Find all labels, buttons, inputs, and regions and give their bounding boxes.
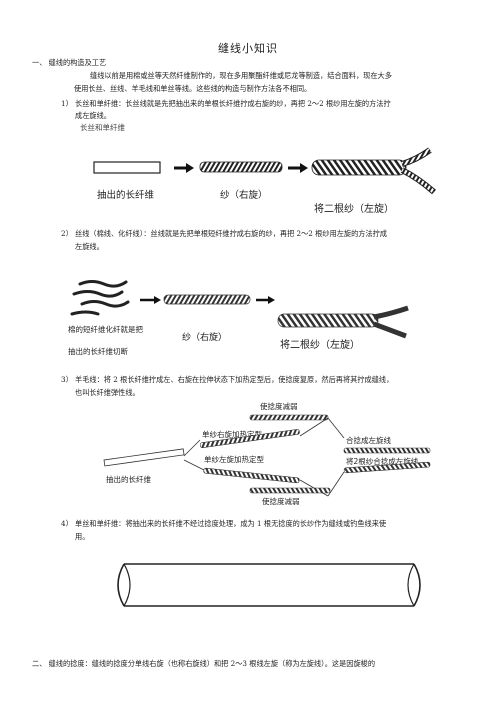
staple-two-ply-rope	[277, 313, 379, 328]
item-1-line-1: 1） 长丝和单纤维：长丝线就是先把抽出来的单根长纤维拧成右旋的纱，再把 2～2 …	[61, 99, 391, 108]
section-2-line-1: 二、 缝线的捻度：缝线的捻度分单线右旋（也称右旋线）和把 2～3 根线左旋（称为…	[32, 659, 376, 668]
label-left-heat-set: 单纱左旋加热定型	[204, 454, 264, 464]
item-2-line-1: 2） 丝线（棉线、化纤线）：丝线就是先把单根短纤维拧成右旋的纱，再把 2～2 根…	[61, 229, 388, 238]
label-combine-two-yarns: 将2根纱合捻成左旋线	[346, 456, 419, 466]
label-short-fiber-1: 棉的短纤维化纤就是把	[68, 324, 143, 334]
item-3-line-2: 也叫长纤维弹性线。	[75, 388, 140, 397]
item-3-line-1: 3） 羊毛线：将 2 根长纤维拧成左、右旋在拉伸状态下加热定型后，使捻度复原，然…	[61, 375, 394, 384]
arrow-icon	[154, 296, 161, 304]
label-staple-yarn-right: 纱（右旋）	[182, 331, 227, 343]
label-woolly-long-fiber: 抽出的长纤维	[106, 474, 151, 484]
label-reduce-twist-top: 使捻度减弱	[260, 401, 298, 411]
section-1-intro-line-1: 缝线以前是用棉或丝等天然纤维制作的，现在多用聚酯纤维或尼龙等制造，结合面料，现在…	[90, 71, 392, 80]
label-right-heat-set: 单纱右旋加热定型	[202, 429, 262, 439]
figure-1-cropped-caption: 长丝和单纤维	[80, 122, 125, 132]
single-yarn-right-twist	[199, 161, 283, 173]
label-staple-two-ply: 将二根纱（左旋）	[280, 338, 360, 351]
label-long-fiber: 抽出的长纤维	[97, 189, 155, 201]
label-yarn-right: 纱（右旋）	[220, 189, 268, 201]
label-short-fiber-2: 抽出的长纤维切断	[68, 346, 128, 356]
section-1-intro-line-2: 使用长丝、丝线、羊毛线和单丝等线。这些线的构造与制作方法各不相同。	[74, 84, 312, 93]
figure-filament-twist: 长丝和单纤维 抽出的长纤维 纱（右旋） 将二根纱（左旋）	[80, 122, 436, 215]
short-fibers-icon	[70, 280, 130, 316]
staple-yarn-right-twist	[163, 294, 251, 305]
label-reduce-twist-bottom: 使捻度减弱	[262, 496, 300, 506]
item-4-line-2: 用。	[75, 532, 90, 541]
twisted-two-ply-rope	[311, 159, 407, 176]
arrow-icon	[268, 296, 275, 304]
figure-monofilament	[117, 563, 421, 607]
section-1-heading: 一、 缝线的构造及工艺	[32, 58, 107, 67]
page-title: 缝线小知识	[218, 42, 278, 55]
figure-woolly-yarn-process: 使捻度减弱 单纱右旋加热定型 单纱左旋加热定型 抽出的长纤维 合捻成左旋线 将2…	[103, 401, 431, 506]
label-two-ply-left: 将二根纱（左旋）	[314, 202, 394, 215]
long-fiber-rod	[93, 161, 161, 174]
arrow-icon	[300, 163, 308, 173]
arrow-icon	[186, 163, 194, 173]
item-1-line-2: 成左旋线。	[75, 111, 111, 120]
item-4-line-1: 4） 单丝和单纤维：将抽出来的长纤维不经过捻度处理，成为 1 根无捻度的长纱作为…	[61, 519, 387, 528]
figure-staple-yarn-twist: 棉的短纤维化纤就是把 抽出的长纤维切断 纱（右旋） 将二根纱（左旋）	[68, 280, 409, 356]
label-combine-left: 合捻成左旋线	[346, 435, 391, 445]
item-2-line-2: 左旋线。	[75, 242, 104, 251]
